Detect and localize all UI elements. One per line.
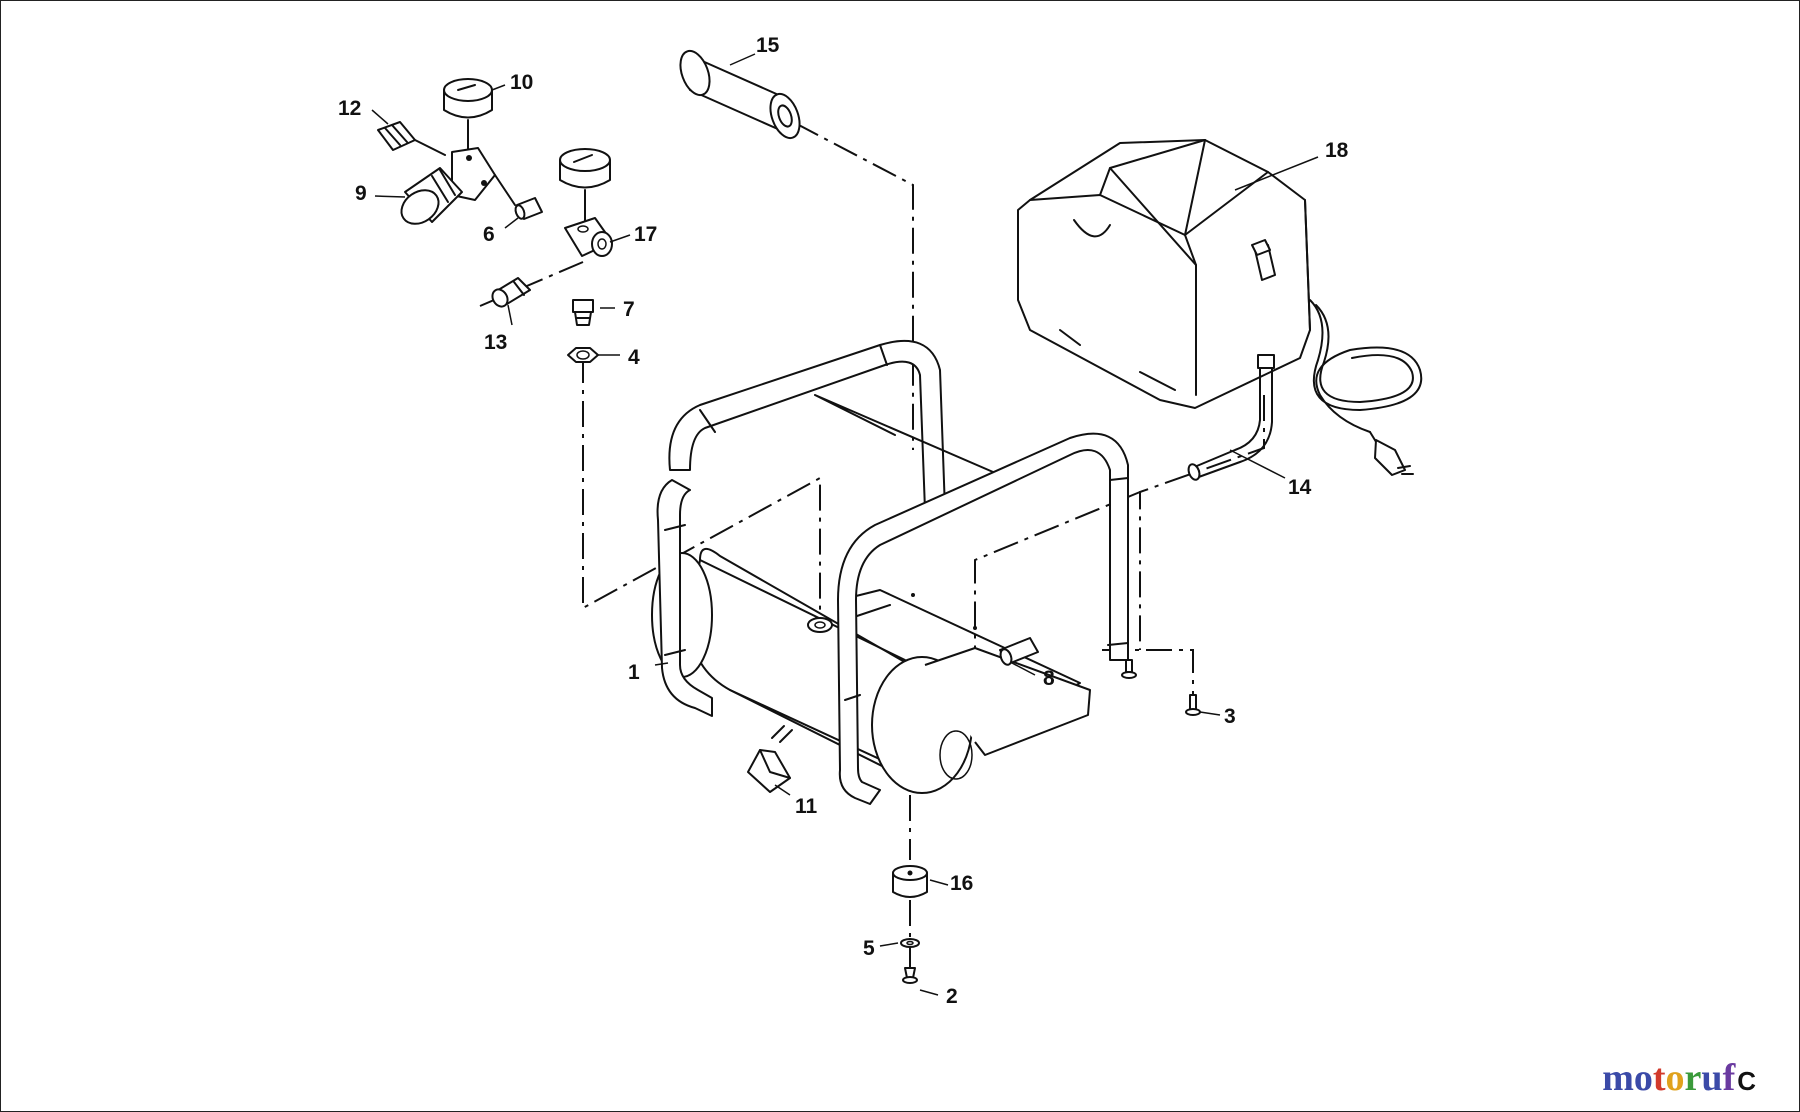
discharge-tube [1187, 354, 1275, 481]
callout-17: 17 [634, 223, 657, 246]
callout-7: 7 [623, 298, 635, 321]
rubber-foot-stack [892, 865, 928, 984]
watermark-letter: o [1665, 1057, 1685, 1099]
leader-lines [371, 53, 1319, 996]
foot-bracket [747, 725, 793, 793]
callout-11: 11 [795, 795, 818, 818]
callout-12: 12 [338, 97, 361, 120]
callout-14: 14 [1288, 476, 1312, 499]
callout-18: 18 [1325, 139, 1349, 162]
callout-6: 6 [483, 223, 495, 246]
watermark-letter: u [1701, 1057, 1723, 1099]
callout-9: 9 [355, 182, 367, 205]
callout-4: 4 [628, 346, 640, 369]
callout-3: 3 [1224, 705, 1236, 728]
tank-and-frame [651, 339, 1137, 805]
safety-valve [491, 277, 531, 308]
callout-15: 15 [756, 34, 780, 57]
callout-2: 2 [946, 985, 958, 1008]
bolt [1185, 694, 1201, 716]
watermark-letter: m [1602, 1057, 1634, 1099]
motoruf-watermark-logo: motorufC [1602, 1056, 1756, 1100]
watermark-letter: o [1633, 1057, 1653, 1099]
tee-manifold [559, 148, 613, 257]
watermark-corner-glyph: C [1737, 1066, 1756, 1096]
watermark-letter: f [1722, 1057, 1736, 1099]
fitting-and-nut [567, 299, 599, 363]
callout-16: 16 [950, 872, 973, 895]
callout-10: 10 [510, 71, 533, 94]
callout-labels: 1 2 3 4 5 6 7 8 9 10 11 12 13 14 15 16 1… [338, 34, 1349, 1008]
callout-5: 5 [863, 937, 875, 960]
callout-8: 8 [1043, 667, 1055, 690]
callout-13: 13 [484, 331, 507, 354]
watermark-letter: r [1684, 1057, 1702, 1099]
regulator-assembly [377, 78, 496, 225]
callout-1: 1 [628, 661, 640, 684]
nipple [494, 174, 543, 220]
pump-shroud [1017, 139, 1423, 476]
handle-grip [679, 49, 801, 140]
watermark-letter: t [1652, 1057, 1666, 1099]
